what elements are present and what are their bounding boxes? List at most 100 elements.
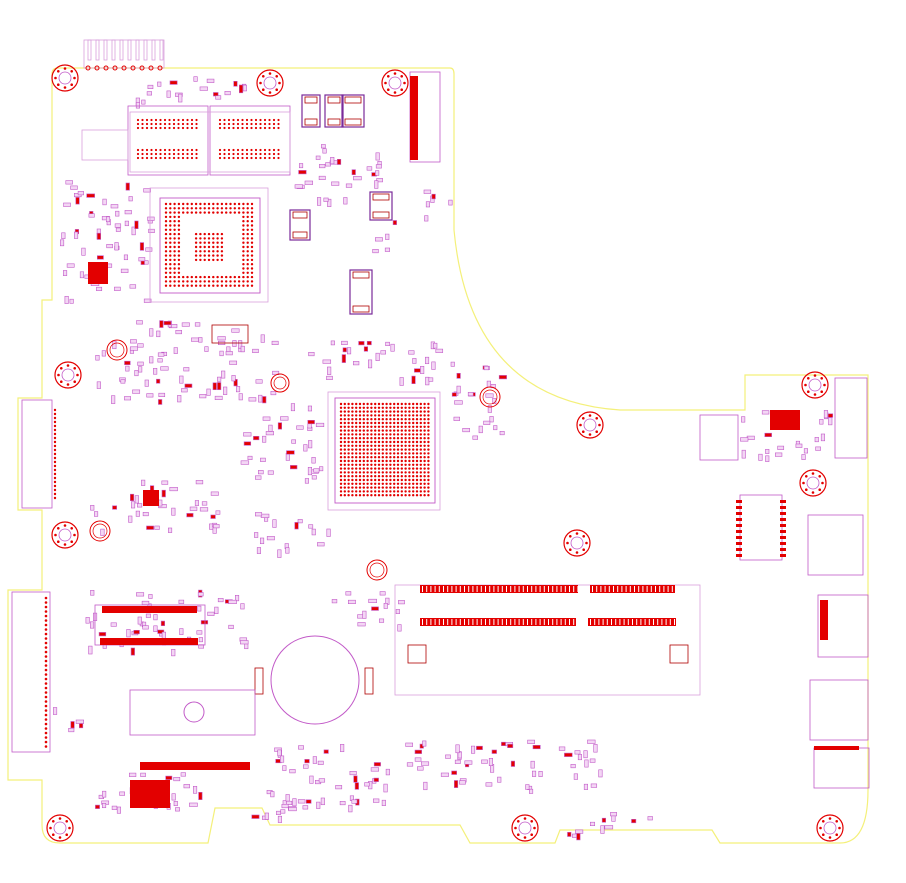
vram-ball <box>136 156 140 160</box>
vram-ball <box>241 148 244 152</box>
connector-pin <box>44 740 48 744</box>
smd-component <box>476 745 483 751</box>
chipset-bga-ball <box>169 228 172 231</box>
cpu-bga-ball <box>389 418 392 421</box>
smd-component <box>224 91 231 96</box>
cpu-bga-ball <box>404 463 407 466</box>
chipset-bga-ball <box>177 224 181 227</box>
cpu-bga-ball <box>362 444 365 447</box>
cpu-bga-ball <box>377 452 381 455</box>
chipset-bga-ball <box>173 245 176 249</box>
smd-component <box>395 609 400 614</box>
smd-component <box>141 479 146 486</box>
vram-outline <box>127 105 209 176</box>
cpu-bga-ball <box>412 459 415 463</box>
chipset-bga-ball <box>169 211 172 214</box>
dimm-pin-gap <box>646 586 648 592</box>
smd-component <box>378 618 385 623</box>
cpu-bga-ball <box>419 452 422 455</box>
chipset-bga-ball <box>203 202 206 206</box>
smd-component <box>573 773 578 780</box>
chipset-bga-ball <box>194 207 198 210</box>
cpu-bga-ball <box>396 467 400 470</box>
smd-component <box>178 93 183 103</box>
cpu-bga-ball <box>396 463 400 466</box>
cpu-bga-ball <box>377 406 381 409</box>
cpu-bga-ball <box>427 444 430 447</box>
smd-component <box>255 512 263 517</box>
dimm-latch-right <box>669 644 689 664</box>
chipset-bga-ball <box>164 263 168 266</box>
cpu-bga-ball <box>400 444 403 447</box>
dimm-pin-gap <box>447 586 449 592</box>
smd-component <box>136 592 145 597</box>
chipset-bga-ball <box>242 224 245 227</box>
vram-ball <box>172 148 176 152</box>
cpu-bga-ball <box>343 448 346 451</box>
smd-component <box>191 337 199 342</box>
mounting-hole-ring <box>381 69 409 97</box>
cpu-bga-ball <box>355 433 358 436</box>
cpu-bga-ball <box>370 478 373 482</box>
connector-pin <box>44 637 48 640</box>
smd-component <box>148 228 155 233</box>
cpu-bga-ball <box>385 448 388 451</box>
dimm-pin-gap <box>510 586 512 592</box>
cpu-bga-ball <box>393 471 396 474</box>
dimm-pin-gap <box>596 586 598 592</box>
smd-component <box>264 812 269 820</box>
cpu-bga-ball <box>427 471 430 474</box>
cpu-bga-ball <box>393 486 396 489</box>
smd-component <box>647 816 653 821</box>
cpu-bga-ball <box>358 452 362 455</box>
cpu-bga-ball <box>389 482 392 485</box>
smd-component <box>307 466 313 476</box>
smd-component <box>320 797 325 806</box>
vram-ball <box>272 118 276 122</box>
connector-pin <box>53 484 57 488</box>
chipset-bga-ball <box>177 280 181 283</box>
connector-pin <box>44 623 48 627</box>
cpu-bga-ball <box>385 437 388 440</box>
smd-component <box>823 410 829 419</box>
via <box>73 76 76 80</box>
dimm-pin-gap <box>510 619 512 625</box>
connector-pin <box>44 709 48 712</box>
chipset-bga-ball <box>169 245 172 249</box>
cpu-bga-ball <box>404 433 407 436</box>
smd-component <box>366 166 373 171</box>
cpu-bga-ball <box>339 440 343 444</box>
chipset-bga-ball <box>212 275 215 279</box>
cpu-bga-ball <box>343 410 346 413</box>
via <box>63 543 67 546</box>
cpu-bga-ball <box>419 402 422 406</box>
cpu-bga-ball <box>404 402 407 406</box>
smd-component <box>399 377 404 386</box>
vram-ball <box>236 126 240 130</box>
smd-component <box>601 817 607 823</box>
dimm-pin-gap <box>625 586 627 592</box>
cpu-bga-ball <box>366 410 369 413</box>
vram-ball <box>168 126 171 130</box>
via <box>58 836 62 839</box>
cpu-bga-ball <box>339 444 343 447</box>
smd-component <box>171 793 176 801</box>
smd-component <box>259 537 265 545</box>
vram-ball <box>159 148 162 152</box>
cpu-bga-ball <box>366 418 369 421</box>
vram-ball <box>190 156 194 160</box>
cpu-bga-ball <box>343 406 346 409</box>
smd-component <box>139 242 144 251</box>
chipset-bga-ball <box>246 254 249 257</box>
smd-component <box>431 361 436 370</box>
cpu-bga-ball <box>427 414 430 417</box>
smd-component <box>462 427 470 433</box>
smd-component <box>304 478 310 484</box>
cpu-bga-ball <box>415 421 419 425</box>
cpu-bga-ball <box>396 414 400 417</box>
cpu-bga-ball <box>415 494 419 497</box>
smd-component <box>248 397 257 402</box>
cpu-bga-ball <box>393 463 396 466</box>
cpu-bga-ball <box>366 486 369 489</box>
smd-component <box>193 785 198 794</box>
